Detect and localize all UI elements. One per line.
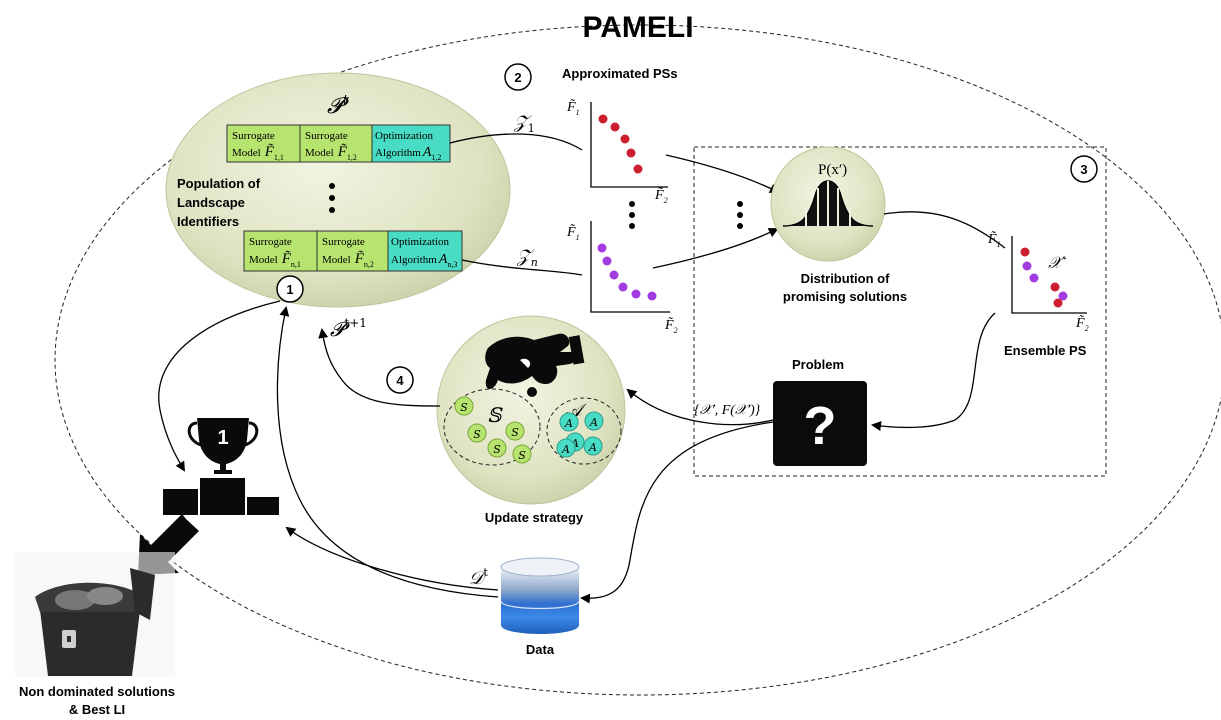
cell-label: Optimization [391, 236, 450, 248]
approx-ps-plot-1: F̃1 F̃2 [566, 99, 668, 205]
cell-label: Surrogate [232, 130, 275, 142]
problem-to-data-arrow [580, 421, 774, 604]
problem-to-update-arrow [626, 388, 774, 426]
svg-text:S: S [493, 443, 501, 456]
ensemble-to-problem-arrow [871, 312, 996, 432]
problem-box: ? [773, 381, 867, 466]
svg-text:A: A [561, 443, 570, 456]
hand-picking-icon [485, 333, 585, 397]
zn-connector [461, 259, 583, 276]
cell-label: Optimization [375, 130, 434, 142]
zn-label: 𝒵n [516, 246, 538, 269]
trophy-icon: 1 [187, 418, 259, 474]
svg-text:4: 4 [396, 373, 404, 388]
step-3-badge: 3 [1070, 155, 1098, 183]
z1-connector [449, 133, 583, 151]
population-ellipsis [329, 183, 335, 213]
svg-text:2: 2 [514, 70, 521, 85]
data-symbol: 𝒟t [469, 566, 488, 589]
svg-text:A: A [570, 437, 579, 450]
svg-text:F̃1: F̃1 [566, 224, 580, 242]
update-to-population-arrow [318, 328, 441, 407]
svg-text:F̃1: F̃1 [566, 99, 580, 117]
update-strategy-sphere: 𝕊 𝒜 S S S S S A A A A A [436, 315, 626, 505]
xprime-label: 𝒳′ [1048, 253, 1067, 272]
svg-text:S: S [460, 401, 468, 414]
svg-text:F̃2: F̃2 [664, 317, 678, 335]
feedback-label: {𝒳′, F(𝒳′)} [694, 403, 761, 418]
trophy-rank: 1 [217, 427, 228, 449]
svg-text:1: 1 [286, 282, 293, 297]
svg-text:S: S [511, 426, 519, 439]
plots-ellipsis [629, 201, 743, 229]
step-3-box [693, 146, 1107, 477]
surrogate-pool: S S S S S [454, 396, 532, 464]
pameli-boundary [54, 24, 1221, 696]
svg-text:S: S [473, 428, 481, 441]
update-strategy-label: Update strategy [485, 510, 584, 525]
approx-ps-title: Approximated PSs [562, 66, 678, 81]
cell-label: Surrogate [305, 130, 348, 142]
problem-label: Problem [792, 357, 844, 372]
svg-text:S: S [518, 449, 526, 462]
algorithm-pool: A A A A A [556, 411, 604, 458]
treasure-label: Non dominated solutions& Best LI [19, 684, 175, 717]
svg-text:F̃2: F̃2 [654, 187, 668, 205]
svg-text:3: 3 [1080, 162, 1087, 177]
data-cylinder-icon [500, 557, 580, 634]
svg-text:A: A [588, 441, 597, 454]
data-to-population-arrow [276, 306, 499, 598]
svg-text:?: ? [804, 396, 837, 456]
population-to-podium-arrow [158, 300, 281, 472]
next-population-label: 𝓟t+1 [330, 316, 367, 341]
ensemble-label: Ensemble PS [1004, 343, 1087, 358]
podium-icon [163, 478, 279, 515]
plot1-to-distribution-arrow [665, 154, 780, 193]
distribution-sphere: P(x′) [770, 146, 886, 262]
step-1-badge: 1 [276, 275, 304, 303]
plotn-to-distribution-arrow [652, 228, 779, 269]
approx-ps-plot-n: F̃1 F̃2 [566, 221, 678, 335]
set-s-label: 𝕊 [487, 403, 503, 427]
step-2-badge: 2 [504, 63, 532, 91]
data-label: Data [526, 642, 555, 657]
treasure-chest-icon [15, 552, 175, 677]
svg-text:F̃2: F̃2 [1075, 315, 1089, 333]
distribution-to-ensemble-line [883, 211, 1006, 249]
pameli-title: PAMELI [582, 11, 693, 44]
svg-text:F̃1: F̃1 [987, 231, 1001, 249]
ensemble-ps-plot: F̃1 F̃2 𝒳′ [987, 231, 1089, 333]
z1-label: 𝒵1 [513, 112, 535, 135]
px-label: P(x′) [818, 162, 847, 178]
svg-text:A: A [589, 416, 598, 429]
data-to-podium-arrow [285, 526, 499, 591]
step-4-badge: 4 [386, 366, 414, 394]
cell-label: Surrogate [322, 236, 365, 248]
cell-label: Surrogate [249, 236, 292, 248]
svg-text:A: A [564, 417, 573, 430]
